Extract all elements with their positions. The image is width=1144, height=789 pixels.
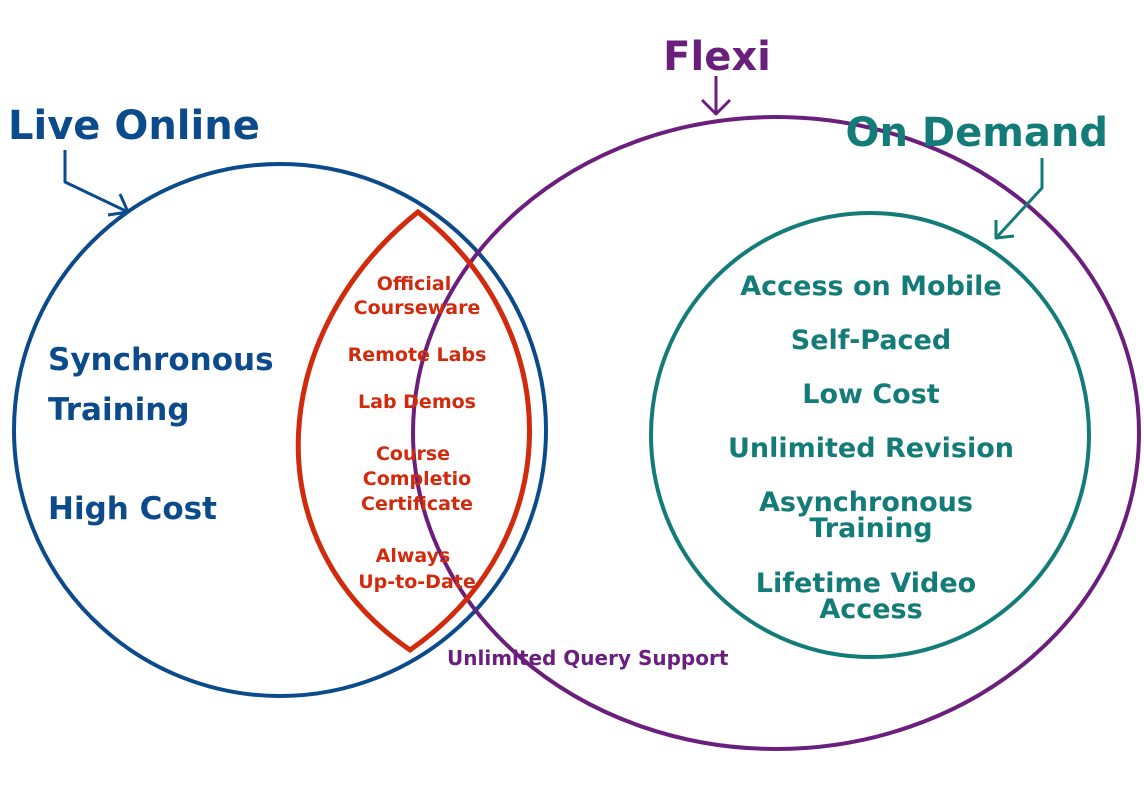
flexi-arrow-icon: [700, 76, 732, 116]
on-demand-items: Access on Mobile Self-Paced Low Cost Unl…: [728, 271, 1014, 625]
on-demand-item: Training: [809, 513, 932, 544]
overlap-item: Official: [377, 273, 451, 295]
live-online-label: Live Online: [8, 103, 260, 149]
overlap-item: Certificate: [361, 493, 473, 515]
flexi-ellipse: [411, 115, 1141, 751]
overlap-item: Up-to-Date: [358, 571, 476, 593]
overlap-items: Official Courseware Remote Labs Lab Demo…: [348, 273, 487, 593]
on-demand-item: Self-Paced: [791, 325, 951, 356]
on-demand-item: Unlimited Revision: [728, 433, 1014, 464]
overlap-lens: [295, 208, 532, 654]
overlap-item: Lab Demos: [358, 391, 476, 413]
on-demand-item: Asynchronous: [759, 487, 973, 518]
flexi-item: Unlimited Query Support: [447, 646, 729, 670]
overlap-item: Remote Labs: [348, 344, 487, 366]
overlap-item: Completio: [363, 468, 471, 490]
overlap-item: Always: [376, 545, 451, 567]
flexi-label: Flexi: [663, 34, 771, 80]
on-demand-item: Access: [819, 594, 922, 625]
live-online-item: High Cost: [48, 491, 217, 527]
live-online-item: Training: [48, 392, 190, 428]
overlap-item: Courseware: [354, 297, 481, 319]
overlap-item: Course: [376, 443, 450, 465]
live-online-items: Synchronous Training High Cost: [48, 342, 274, 527]
live-online-arrow-icon: [63, 150, 130, 217]
on-demand-item: Lifetime Video: [756, 568, 976, 599]
live-online-circle: [12, 162, 548, 698]
on-demand-arrow-icon: [994, 158, 1044, 240]
on-demand-ellipse: [649, 211, 1091, 659]
live-online-item: Synchronous: [48, 342, 274, 378]
on-demand-item: Low Cost: [802, 379, 940, 410]
on-demand-label: On Demand: [845, 110, 1108, 156]
on-demand-item: Access on Mobile: [740, 271, 1002, 302]
